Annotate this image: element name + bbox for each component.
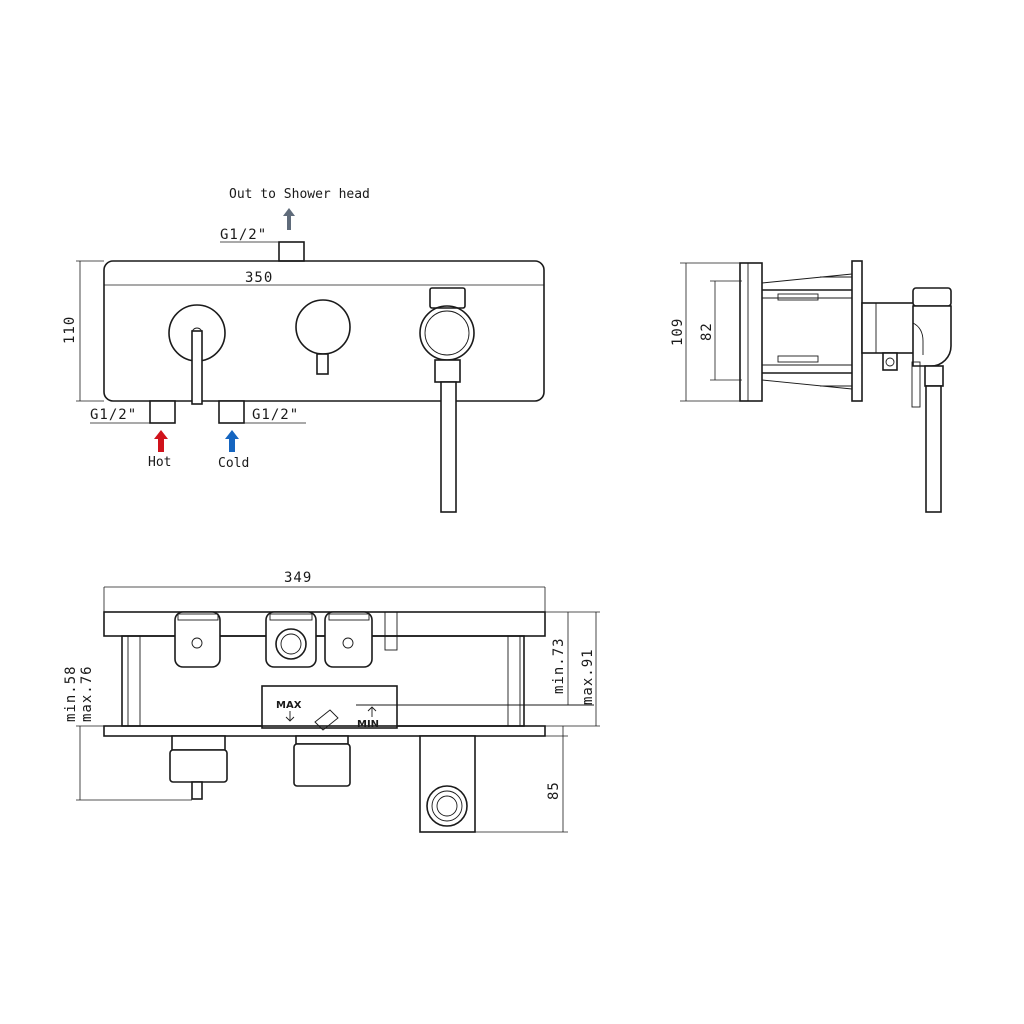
holder-cap xyxy=(429,287,466,309)
clip-top xyxy=(777,293,819,301)
box-side-rib-left xyxy=(127,635,141,727)
holder-curve xyxy=(912,322,924,355)
front-view: 350 110 G1/2" Out to Shower head G1/2" H… xyxy=(62,187,545,513)
side-view: 109 82 xyxy=(670,260,952,513)
hot-label: Hot xyxy=(148,455,171,470)
dim-max91: max.91 xyxy=(580,648,596,705)
depth-guide xyxy=(261,685,398,729)
hot-inlet-stub xyxy=(149,400,176,424)
cold-thread-label: G1/2" xyxy=(252,407,299,423)
max-mark: MAX xyxy=(276,700,302,711)
outlet-label: Out to Shower head xyxy=(229,187,370,202)
dim-82: 82 xyxy=(699,322,715,341)
knob-base xyxy=(295,735,349,745)
cartridge-port-outer xyxy=(275,628,307,660)
outlet-stub xyxy=(278,241,305,262)
dim-109: 109 xyxy=(670,318,686,346)
outlet-thread-label: G1/2" xyxy=(220,227,267,243)
diverter-knob xyxy=(419,305,475,361)
holder-neck xyxy=(434,359,461,383)
cold-label: Cold xyxy=(218,456,249,471)
side-cover-plate xyxy=(851,260,863,402)
front-plate xyxy=(103,260,545,402)
valve-stem xyxy=(882,352,898,371)
side-holder-cap xyxy=(912,287,952,307)
dim-350: 350 xyxy=(245,270,273,286)
cartridge-right xyxy=(324,611,373,668)
knob-stem xyxy=(316,353,329,375)
dim-min73: min.73 xyxy=(551,637,567,694)
dim-110: 110 xyxy=(62,316,78,344)
diagonal xyxy=(761,273,853,284)
clip-bottom xyxy=(777,355,819,363)
hot-arrow-icon xyxy=(154,430,168,452)
valve-screw xyxy=(885,357,895,367)
lever-body xyxy=(169,749,228,783)
spout-outer xyxy=(426,785,468,827)
dim-min58: min.58 xyxy=(63,665,79,722)
side-holder-body xyxy=(912,305,952,367)
box-rib xyxy=(739,262,749,402)
guide-tool-icon xyxy=(314,709,339,731)
dim-85: 85 xyxy=(546,781,562,800)
max-arrow-icon xyxy=(285,711,295,722)
diverter-inner xyxy=(424,310,470,356)
side-holder-neck xyxy=(924,365,944,387)
lever-base xyxy=(171,735,226,751)
diagonal xyxy=(761,379,853,390)
knob-body xyxy=(293,743,351,787)
cartridge-port-inner xyxy=(280,633,302,655)
cartridge-lip xyxy=(177,613,219,621)
box-side-rib-right xyxy=(507,635,521,727)
cold-inlet-stub xyxy=(218,400,245,424)
min-arrow-icon xyxy=(367,706,377,717)
spout-body xyxy=(419,735,476,833)
cartridge-left xyxy=(174,611,221,668)
spout-inner xyxy=(436,795,458,817)
cold-valve-knob xyxy=(295,299,351,355)
lever-handle xyxy=(191,330,203,405)
box-back xyxy=(739,262,763,402)
spout-mid xyxy=(431,790,463,822)
dim-349: 349 xyxy=(284,570,312,586)
cartridge-hole xyxy=(191,637,203,649)
hand-shower-hose xyxy=(440,381,457,513)
cartridge-lip xyxy=(269,613,313,621)
side-lever xyxy=(911,361,921,408)
side-hose xyxy=(925,385,942,513)
valve-body xyxy=(861,302,915,354)
top-view: 349 MAX MIN xyxy=(63,570,600,833)
box-divider xyxy=(384,611,398,651)
cartridge-hole xyxy=(342,637,354,649)
lever-tip xyxy=(191,781,203,800)
cold-arrow-icon xyxy=(225,430,239,452)
outlet-arrow-icon xyxy=(283,208,295,230)
min-mark: MIN xyxy=(357,719,379,730)
hot-thread-label: G1/2" xyxy=(90,407,137,423)
cartridge-lip xyxy=(328,613,370,621)
dim-max76: max.76 xyxy=(79,665,95,722)
